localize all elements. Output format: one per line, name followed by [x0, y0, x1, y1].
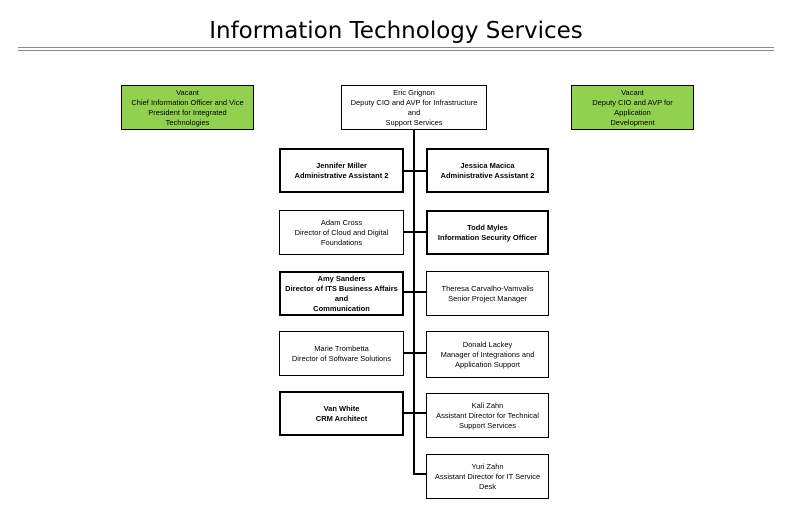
connector-row-6 [413, 473, 427, 475]
org-box-cio-vacant: Vacant Chief Information Officer and Vic… [121, 85, 254, 130]
org-box-app-dev-vacant: Vacant Deputy CIO and AVP for Applicatio… [571, 85, 694, 130]
org-box-name: Van White [323, 403, 360, 413]
connector-row-4 [403, 352, 427, 354]
org-box-name: Todd Myles [467, 222, 508, 232]
org-box-donald-lackey: Donald Lackey Manager of Integrations an… [426, 331, 549, 378]
org-box-name: Theresa Carvalho-Vamvalis [441, 283, 534, 293]
org-box-title: Director of Software Solutions [291, 353, 392, 363]
org-box-title: Administrative Assistant 2 [294, 170, 389, 180]
page-title: Information Technology Services [209, 18, 583, 44]
connector-row-2 [403, 231, 427, 233]
org-box-name: Jennifer Miller [316, 160, 367, 170]
org-box-title: Support Services [458, 420, 517, 430]
org-box-name: Vacant [176, 87, 199, 97]
org-box-amy-sanders: Amy Sanders Director of ITS Business Aff… [279, 271, 404, 316]
org-box-yuri-zahn: Yuri Zahn Assistant Director for IT Serv… [426, 454, 549, 499]
connector-row-1 [403, 170, 427, 172]
org-box-title: Deputy CIO and AVP for Application [592, 97, 673, 117]
org-box-adam-cross: Adam Cross Director of Cloud and Digital… [279, 210, 404, 255]
org-box-title: Manager of Integrations and [440, 349, 535, 359]
org-box-title: Foundations [320, 237, 363, 247]
org-box-name: Yuri Zahn [471, 461, 504, 471]
org-box-name: Kali Zahn [471, 400, 504, 410]
org-box-title: Assistant Director for IT Service Desk [434, 471, 541, 491]
org-box-marie-trombetta: Marie Trombetta Director of Software Sol… [279, 331, 404, 376]
org-box-title: Chief Information Officer and Vice [131, 97, 244, 107]
org-box-title: Administrative Assistant 2 [440, 170, 535, 180]
org-box-name: Amy Sanders [317, 273, 366, 283]
org-box-title: Support Services [385, 117, 443, 127]
title-divider-top [18, 47, 774, 48]
connector-row-3 [403, 291, 427, 293]
org-box-name: Adam Cross [320, 217, 363, 227]
connector-trunk [413, 130, 415, 473]
org-box-title: Communication [313, 303, 370, 313]
org-box-name: Donald Lackey [462, 339, 513, 349]
org-box-name: Vacant [621, 87, 644, 97]
org-box-title: Director of Cloud and Digital [294, 227, 389, 237]
org-box-eric-grignon: Eric Grignon Deputy CIO and AVP for Infr… [341, 85, 487, 130]
org-box-title: Application Support [454, 359, 521, 369]
org-box-title: Assistant Director for Technical [436, 410, 539, 420]
org-box-van-white: Van White CRM Architect [279, 391, 404, 436]
org-box-title: Director of ITS Business Affairs and [285, 283, 398, 303]
org-box-kali-zahn: Kali Zahn Assistant Director for Technic… [426, 393, 549, 438]
org-box-title: Development [610, 117, 655, 127]
org-box-todd-myles: Todd Myles Information Security Officer [426, 210, 549, 255]
title-divider-bottom [18, 50, 774, 51]
org-box-name: Eric Grignon [393, 87, 435, 97]
org-box-name: Jessica Macica [460, 160, 515, 170]
org-box-jessica-macica: Jessica Macica Administrative Assistant … [426, 148, 549, 193]
org-box-title: Information Security Officer [437, 232, 538, 242]
org-box-title: CRM Architect [315, 413, 368, 423]
org-box-jennifer-miller: Jennifer Miller Administrative Assistant… [279, 148, 404, 193]
org-box-name: Marie Trombetta [314, 343, 369, 353]
org-box-title: President for Integrated Technologies [148, 107, 227, 127]
org-box-title: Senior Project Manager [448, 293, 527, 303]
connector-row-5 [403, 412, 427, 414]
org-box-title: Deputy CIO and AVP for Infrastructure an… [350, 97, 478, 117]
org-box-theresa-carvalho-vamvalis: Theresa Carvalho-Vamvalis Senior Project… [426, 271, 549, 316]
